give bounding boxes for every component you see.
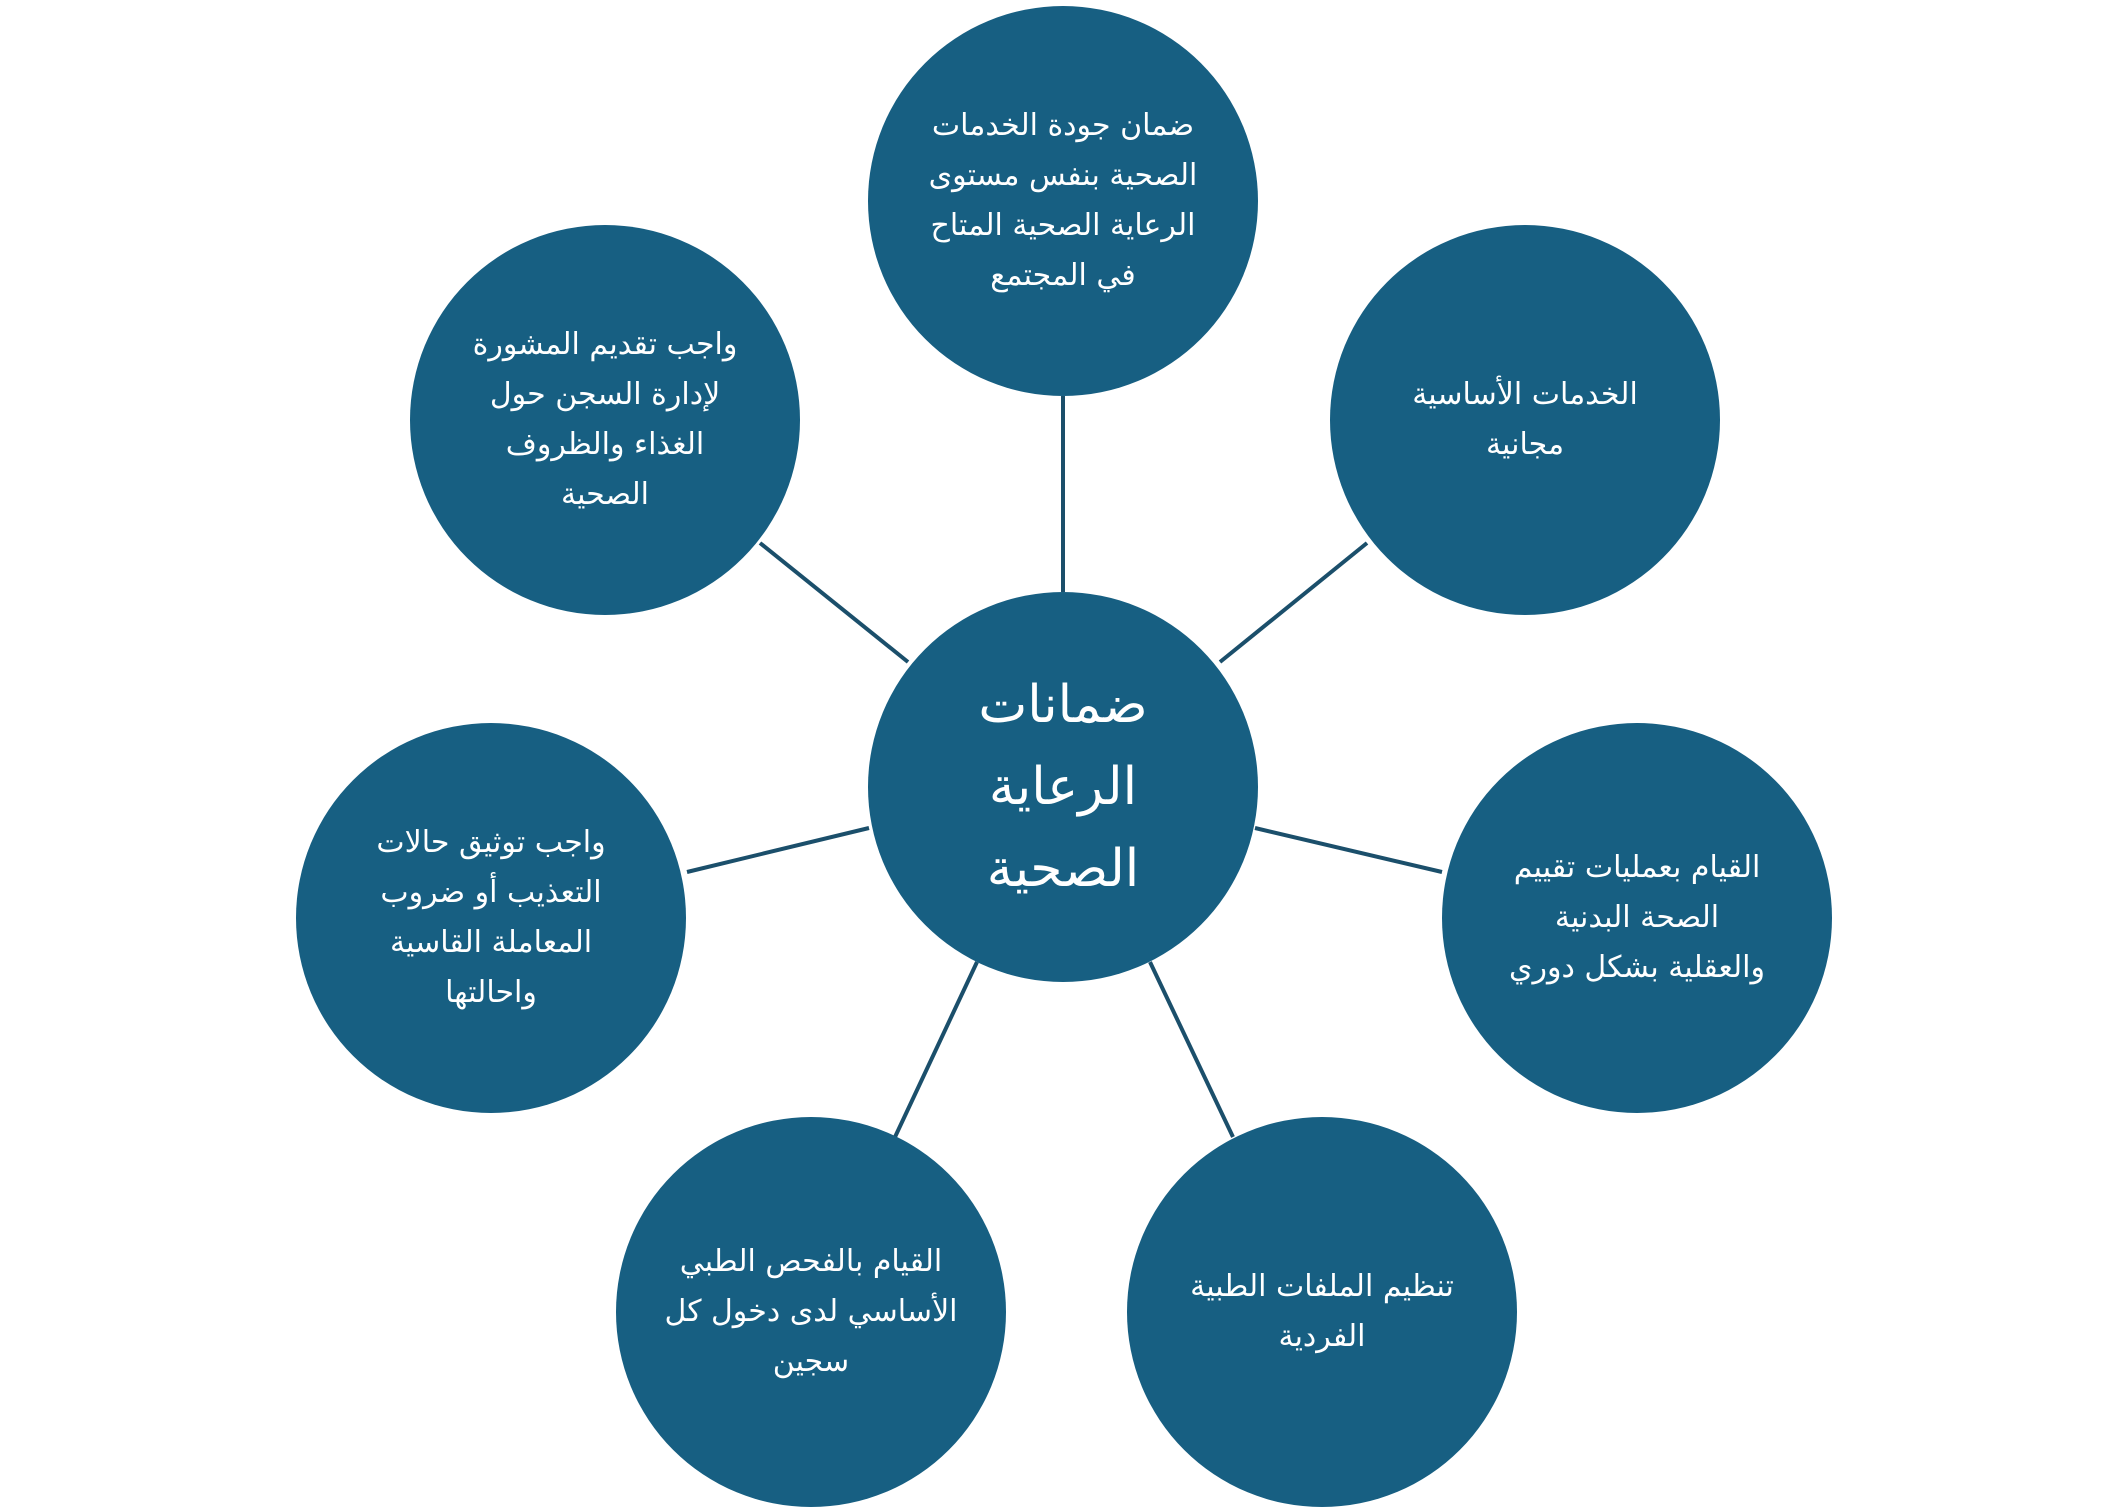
connector-medical-files xyxy=(1148,961,1235,1138)
node-torture-docs-label: واجب توثيق حالات التعذيب أو ضروب المعامل… xyxy=(376,825,606,1010)
connector-assessment xyxy=(1254,826,1443,874)
node-free-services: الخدمات الأساسية مجانية xyxy=(1330,225,1720,615)
connector-advice xyxy=(758,541,910,664)
center-label: ضمانات الرعاية الصحية xyxy=(978,675,1148,899)
node-quality-label: ضمان جودة الخدمات الصحية بنفس مستوى الرع… xyxy=(928,108,1198,293)
connector-free-services xyxy=(1218,541,1369,664)
center-node: ضمانات الرعاية الصحية xyxy=(868,592,1258,982)
node-free-services-label: الخدمات الأساسية مجانية xyxy=(1412,377,1638,462)
node-advice: واجب تقديم المشورة لإدارة السجن حول الغذ… xyxy=(410,225,800,615)
node-quality: ضمان جودة الخدمات الصحية بنفس مستوى الرع… xyxy=(868,6,1258,396)
node-medical-files: تنظيم الملفات الطبية الفردية xyxy=(1127,1117,1517,1507)
node-assessment-label: القيام بعمليات تقييم الصحة البدنية والعق… xyxy=(1509,850,1765,985)
connector-basic-exam xyxy=(893,961,979,1138)
connector-torture-docs xyxy=(686,826,870,874)
node-basic-exam: القيام بالفحص الطبي الأساسي لدى دخول كل … xyxy=(616,1117,1006,1507)
node-basic-exam-label: القيام بالفحص الطبي الأساسي لدى دخول كل … xyxy=(664,1244,958,1379)
node-medical-files-label: تنظيم الملفات الطبية الفردية xyxy=(1190,1269,1454,1354)
node-assessment: القيام بعمليات تقييم الصحة البدنية والعق… xyxy=(1442,723,1832,1113)
node-torture-docs: واجب توثيق حالات التعذيب أو ضروب المعامل… xyxy=(296,723,686,1113)
node-advice-label: واجب تقديم المشورة لإدارة السجن حول الغذ… xyxy=(472,327,738,512)
